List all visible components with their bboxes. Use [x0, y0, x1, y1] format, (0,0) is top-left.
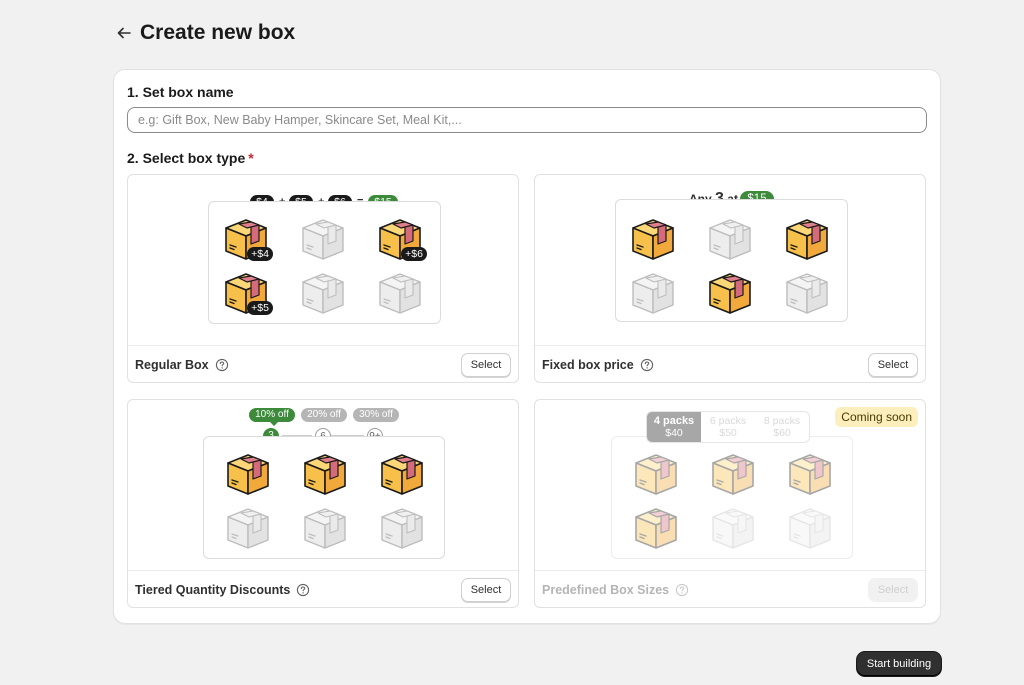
tiered-select-button[interactable]: Select: [461, 578, 511, 602]
predefined-title: Predefined Box Sizes: [542, 583, 689, 597]
required-mark: *: [248, 150, 254, 166]
predefined-grid: [611, 436, 853, 559]
box-empty-icon: [302, 505, 348, 551]
help-icon[interactable]: [215, 358, 229, 372]
regular-box-preview: $4 + $5 + $6 = $15 +$4 +$6 +$5: [128, 175, 518, 345]
predefined-boxes: [612, 437, 852, 558]
box-empty-icon: [377, 270, 423, 316]
box-empty-icon: [225, 505, 271, 551]
tiered-preview: 10% off 20% off 30% off 3 6 9+: [128, 400, 518, 570]
predefined-preview: Coming soon 4 packs$40 6 packs$50 8 pack…: [535, 400, 925, 570]
start-building-button[interactable]: Start building: [857, 652, 941, 676]
box-filled-icon: [707, 270, 753, 316]
option-regular-box[interactable]: $4 + $5 + $6 = $15 +$4 +$6 +$5 Regular B…: [127, 174, 519, 383]
regular-box-select-button[interactable]: Select: [461, 353, 511, 377]
tier-discount-pill: 30% off: [353, 408, 399, 422]
box-name-input[interactable]: [127, 107, 927, 133]
box-filled-icon: [633, 505, 679, 551]
regular-box-name: Regular Box: [135, 358, 209, 372]
pack-size-option: 4 packs$40: [647, 412, 701, 442]
predefined-name: Predefined Box Sizes: [542, 583, 670, 597]
box-filled-icon: [784, 216, 830, 262]
option-fixed-box-price[interactable]: Any 3 at $15 Fixed box price Select: [534, 174, 926, 383]
box-filled-icon: [787, 451, 833, 497]
fixed-price-name: Fixed box price: [542, 358, 634, 372]
pack-size-option: 6 packs$50: [701, 412, 755, 442]
back-arrow-icon[interactable]: [114, 23, 134, 43]
option-predefined-box-sizes: Coming soon 4 packs$40 6 packs$50 8 pack…: [534, 399, 926, 608]
box-filled-icon: [633, 451, 679, 497]
fixed-price-grid: [615, 199, 848, 322]
box-filled-icon: [225, 451, 271, 497]
box-empty-icon: [300, 216, 346, 262]
tiered-title: Tiered Quantity Discounts: [135, 583, 310, 597]
box-empty-icon: [379, 505, 425, 551]
coming-soon-badge: Coming soon: [835, 407, 918, 427]
pack-price: $40: [665, 427, 683, 439]
pack-size-selector: 4 packs$40 6 packs$50 8 packs$60: [646, 411, 810, 443]
box-empty-icon: [707, 216, 753, 262]
tier-discount-pill: 10% off: [249, 408, 295, 422]
pack-price: $50: [719, 427, 737, 439]
box-empty-icon: [784, 270, 830, 316]
pack-price: $60: [773, 427, 791, 439]
help-icon: [675, 583, 689, 597]
pack-size-option: 8 packs$60: [755, 412, 809, 442]
option-tiered-quantity-discounts[interactable]: 10% off 20% off 30% off 3 6 9+ Tiered Qu…: [127, 399, 519, 608]
regular-box-footer: Regular Box Select: [128, 345, 518, 382]
box-empty-icon: [710, 505, 756, 551]
box-type-label-text: 2. Select box type: [127, 150, 246, 166]
pack-count: 8 packs: [763, 415, 801, 427]
any-count: 3: [715, 190, 724, 207]
fixed-price-title: Fixed box price: [542, 358, 654, 372]
tiered-footer: Tiered Quantity Discounts Select: [128, 570, 518, 607]
predefined-footer: Predefined Box Sizes Select: [535, 570, 925, 607]
box-empty-icon: [300, 270, 346, 316]
tier-discount-pill: 20% off: [301, 408, 347, 422]
help-icon[interactable]: [640, 358, 654, 372]
predefined-select-button: Select: [868, 578, 918, 602]
box-empty-icon: [630, 270, 676, 316]
page-title: Create new box: [140, 21, 296, 44]
page-header: Create new box: [114, 18, 295, 48]
tiered-name: Tiered Quantity Discounts: [135, 583, 291, 597]
price-badge: +$5: [247, 301, 273, 315]
help-icon[interactable]: [296, 583, 310, 597]
box-empty-icon: [787, 505, 833, 551]
price-badge: +$4: [247, 247, 273, 261]
regular-box-title: Regular Box: [135, 358, 229, 372]
box-name-label: 1. Set box name: [127, 84, 234, 100]
box-filled-icon: [302, 451, 348, 497]
fixed-price-footer: Fixed box price Select: [535, 345, 925, 382]
box-filled-icon: [630, 216, 676, 262]
box-filled-icon: [379, 451, 425, 497]
pack-count: 4 packs: [653, 415, 695, 427]
pack-count: 6 packs: [709, 415, 747, 427]
regular-box-grid: +$4 +$6 +$5: [208, 201, 441, 324]
box-type-label: 2. Select box type*: [127, 150, 254, 166]
create-box-card: 1. Set box name 2. Select box type* $4 +…: [113, 69, 941, 624]
tiered-grid: [203, 436, 445, 559]
price-badge: +$6: [401, 247, 427, 261]
fixed-price-select-button[interactable]: Select: [868, 353, 918, 377]
fixed-price-preview: Any 3 at $15: [535, 175, 925, 345]
box-filled-icon: [710, 451, 756, 497]
